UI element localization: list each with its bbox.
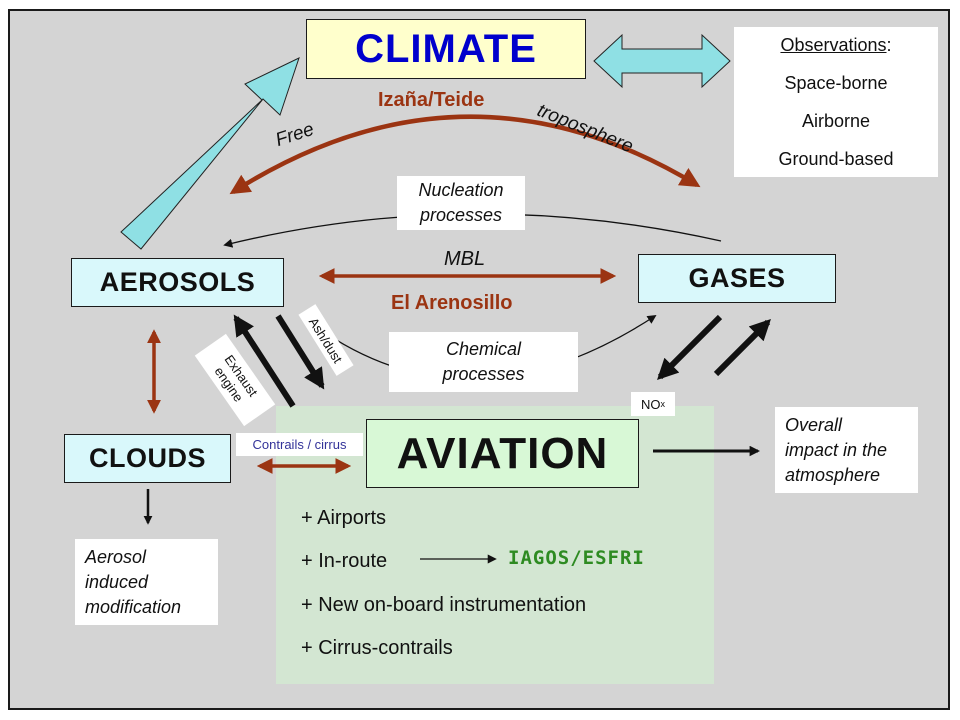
el-arenosillo-label: El Arenosillo bbox=[391, 292, 513, 314]
izana-teide-label: Izaña/Teide bbox=[378, 89, 485, 111]
mbl-label: MBL bbox=[444, 248, 486, 270]
observation-space-borne: Space-borne bbox=[784, 73, 888, 93]
exhaust-engine-arrow bbox=[233, 314, 296, 408]
climate-title: CLIMATE bbox=[355, 26, 537, 71]
contrails-label: Contrails / cirrus bbox=[236, 433, 363, 456]
bullet-cirrus-contrails: + Cirrus-contrails bbox=[301, 637, 453, 659]
nucleation-line-1: Nucleation bbox=[418, 180, 504, 200]
observation-airborne: Airborne bbox=[801, 111, 871, 131]
climate-observations-arrow bbox=[593, 33, 731, 89]
overall-line-3: atmosphere bbox=[785, 464, 881, 485]
chemical-processes-box: Chemical processes bbox=[389, 332, 578, 392]
modification-line-3: modification bbox=[85, 596, 182, 617]
clouds-box: CLOUDS bbox=[64, 434, 231, 483]
observations-heading: Observations: bbox=[780, 35, 892, 55]
overall-line-2: impact in the bbox=[785, 439, 888, 460]
gases-box: GASES bbox=[638, 254, 836, 303]
chemical-line-2: processes bbox=[442, 364, 525, 384]
ash-dust-arrow bbox=[275, 314, 325, 390]
chemical-line-1: Chemical bbox=[445, 339, 522, 359]
overall-line-1: Overall bbox=[785, 414, 843, 435]
aerosols-box: AEROSOLS bbox=[71, 258, 284, 307]
observation-ground-based: Ground-based bbox=[778, 149, 894, 169]
observations-box: Observations: Space-borne Airborne Groun… bbox=[734, 27, 938, 177]
modification-line-2: induced bbox=[85, 571, 149, 592]
bullet-in-route: + In-route bbox=[301, 550, 388, 572]
aviation-box: AVIATION bbox=[366, 419, 639, 488]
aerosol-modification-box: Aerosol induced modification bbox=[75, 539, 218, 625]
aviation-title: AVIATION bbox=[396, 428, 609, 478]
free-troposphere-arrow bbox=[229, 114, 701, 195]
modification-line-1: Aerosol bbox=[85, 546, 147, 567]
gases-to-aviation-arrow bbox=[657, 314, 723, 380]
nucleation-processes-box: Nucleation processes bbox=[397, 176, 525, 230]
overall-impact-box: Overall impact in the atmosphere bbox=[775, 407, 918, 493]
bullet-airports: + Airports bbox=[301, 507, 387, 529]
bullet-instrumentation: + New on-board instrumentation bbox=[301, 594, 587, 616]
nucleation-line-2: processes bbox=[419, 205, 503, 225]
iagos-esfri-label: IAGOS/ESFRI bbox=[508, 547, 645, 569]
gases-label: GASES bbox=[688, 263, 786, 293]
aerosols-label: AEROSOLS bbox=[99, 267, 256, 297]
aerosols-to-climate-arrow bbox=[120, 57, 300, 250]
clouds-label: CLOUDS bbox=[89, 443, 206, 473]
aviation-to-gases-arrow bbox=[713, 319, 771, 377]
climate-box: CLIMATE bbox=[306, 19, 586, 79]
